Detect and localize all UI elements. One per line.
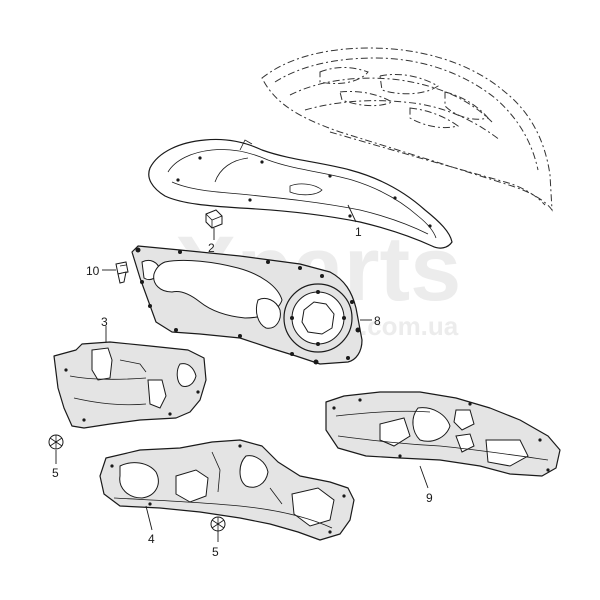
callout-5b: 5 <box>212 545 219 559</box>
hood-outline <box>261 47 553 212</box>
lower-insulation-4[interactable] <box>99 439 355 541</box>
callout-2: 2 <box>208 241 215 255</box>
retaining-clip-2[interactable] <box>205 209 223 229</box>
callout-8: 8 <box>374 314 381 328</box>
watermark-domain: .com.ua <box>360 311 459 341</box>
stud-bolt-10[interactable] <box>115 261 129 284</box>
callout-4: 4 <box>148 532 155 546</box>
callout-5a: 5 <box>52 466 59 480</box>
bulkhead-insulation-panel[interactable] <box>131 245 363 365</box>
callout-10: 10 <box>86 264 100 278</box>
side-insulation-3[interactable] <box>53 341 207 429</box>
expanding-clip-5b[interactable] <box>210 516 226 532</box>
leader-lines <box>55 204 429 542</box>
right-insulation-9[interactable] <box>325 391 561 477</box>
callout-1: 1 <box>355 225 362 239</box>
callout-3: 3 <box>101 315 108 329</box>
callout-9: 9 <box>426 491 433 505</box>
expanding-clip-5a[interactable] <box>48 434 64 450</box>
hood-insulation-pad[interactable] <box>148 138 453 249</box>
